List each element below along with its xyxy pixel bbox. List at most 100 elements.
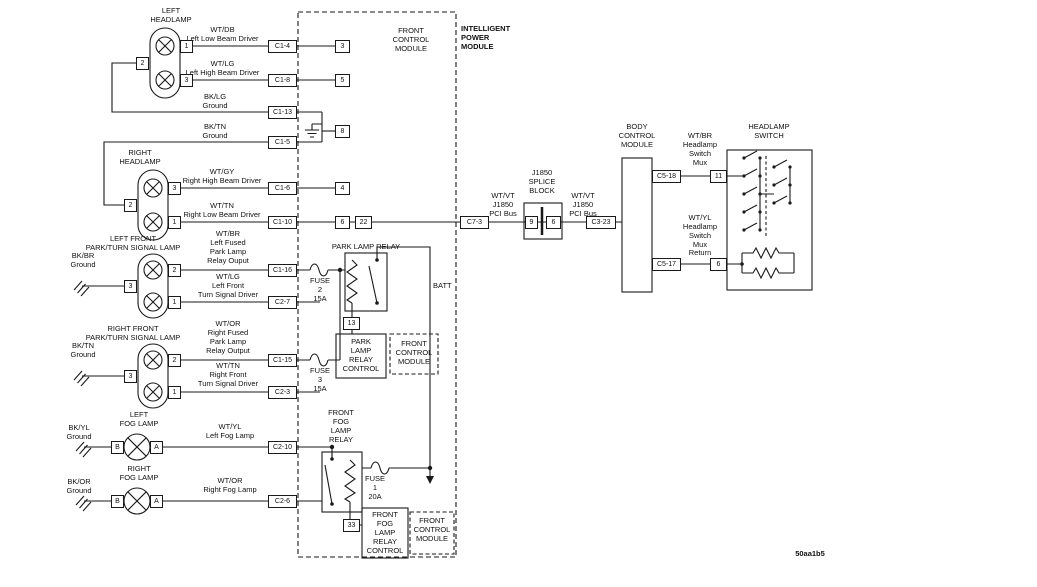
wire-label-right-fused-park: WT/OR Right Fused Park Lamp Relay Output	[196, 319, 260, 355]
left-park-lamp-symbol	[137, 253, 169, 319]
wire-label-left-high-beam: WT/LG Left High Beam Driver	[180, 59, 265, 78]
connector-c1-6: C1-6	[268, 181, 297, 195]
wire-desc: Headlamp Switch Mux Return	[682, 221, 718, 258]
wire-label-ground-bkbr: BK/BR Ground	[60, 251, 106, 270]
pin-rf-a: A	[150, 494, 163, 508]
fuse-1-label: FUSE 1 20A	[364, 474, 385, 501]
wire-desc: Ground	[202, 130, 228, 140]
pin-hs-6: 6	[710, 257, 727, 271]
wire-desc: Left Fused Park Lamp Relay Ouput	[207, 237, 249, 265]
left-headlamp-symbol	[149, 27, 181, 99]
fuse-2-label: FUSE 2 15A	[309, 276, 330, 303]
pin-rh-1: 1	[168, 215, 181, 229]
ground-symbol-bkor	[75, 495, 92, 512]
wire-desc: Left Low Beam Driver	[186, 33, 259, 43]
connector-c2-3: C2-3	[268, 385, 297, 399]
connector-c1-13: C1-13	[268, 105, 297, 119]
wire-code: WT/VT	[571, 191, 595, 200]
fog-lamp-relay-control-box	[361, 507, 409, 559]
park-lamp-relay-symbol	[344, 252, 388, 334]
park-lamp-relay-control-box	[335, 333, 387, 379]
pin-splice-9: 9	[525, 215, 538, 229]
wire-code: WT/YL	[688, 213, 712, 222]
front-fog-lamp-relay-label: FRONT FOG LAMP RELAY	[328, 408, 354, 444]
connector-c1-5: C1-5	[268, 135, 297, 149]
wire-code: WT/VT	[491, 191, 515, 200]
left-park-lamp-label: LEFT FRONT PARK/TURN SIGNAL LAMP	[85, 234, 181, 252]
wire-code: WT/LG	[210, 59, 235, 68]
splice-block-symbol	[523, 202, 563, 240]
wire-code: WT/OR	[215, 319, 241, 328]
connector-c7-3: C7-3	[460, 215, 489, 229]
wire-label-pci-left: WT/VT J1850 PCI Bus	[482, 191, 524, 219]
connector-c1-16: C1-16	[268, 263, 297, 277]
wire-label-left-fog: WT/YL Left Fog Lamp	[192, 422, 268, 441]
fuse-1-symbol	[362, 461, 430, 475]
wire-label-ground-bkor: BK/OR Ground	[56, 477, 102, 496]
wire-desc: Right Fog Lamp	[203, 484, 257, 494]
pin-ipm-5: 5	[335, 73, 350, 87]
wire-code: BK/YL	[68, 423, 90, 432]
pin-lh-2: 2	[136, 56, 149, 70]
wire-code: WT/BR	[215, 229, 241, 238]
headlamp-switch-label: HEADLAMP SWITCH	[748, 122, 790, 140]
wire-desc: Left Fog Lamp	[205, 430, 255, 440]
wire-code: WT/TN	[216, 361, 240, 370]
wire-desc: Left Front Turn Signal Driver	[197, 280, 259, 299]
connector-c2-7: C2-7	[268, 295, 297, 309]
pin-rh-3: 3	[168, 181, 181, 195]
wire-desc: Right Front Turn Signal Driver	[197, 369, 259, 388]
ground-symbol-center	[305, 123, 322, 138]
wire-desc: J1850 PCI Bus	[569, 199, 597, 218]
wire-label-hs-mux-return: WT/YL Headlamp Switch Mux Return	[674, 213, 726, 258]
connector-c1-4: C1-4	[268, 39, 297, 53]
wire-code: BK/LG	[203, 92, 227, 101]
pin-lp-2: 2	[168, 263, 181, 277]
connector-c1-15: C1-15	[268, 353, 297, 367]
pin-rp-1: 1	[168, 385, 181, 399]
wire-desc: Right High Beam Driver	[182, 175, 262, 185]
right-park-lamp-symbol	[137, 343, 169, 409]
left-fog-lamp-symbol	[123, 433, 151, 461]
body-control-module-label: BODY CONTROL MODULE	[618, 122, 656, 149]
left-headlamp-label: LEFT HEADLAMP	[150, 6, 192, 24]
right-headlamp-label: RIGHT HEADLAMP	[119, 148, 161, 166]
pin-lf-b: B	[111, 440, 124, 454]
part-number: 50aa1b5	[795, 549, 825, 558]
wire-desc: J1850 PCI Bus	[489, 199, 517, 218]
headlamp-switch-symbol	[726, 149, 813, 291]
wire-label-right-fog: WT/OR Right Fog Lamp	[192, 476, 268, 495]
wire-label-left-turn: WT/LG Left Front Turn Signal Driver	[190, 272, 266, 300]
park-lamp-relay-control-label: PARK LAMP RELAY CONTROL	[342, 337, 380, 373]
ground-symbol-bktn	[73, 370, 90, 387]
wire-desc: Ground	[202, 100, 228, 110]
pin-rp-3: 3	[124, 369, 137, 383]
fcm-fog-dashed-box	[409, 511, 455, 555]
wires	[82, 45, 744, 502]
wire-code: BK/BR	[71, 251, 95, 260]
right-headlamp-symbol	[137, 169, 169, 241]
right-fog-lamp-label: RIGHT FOG LAMP	[119, 464, 159, 482]
fuse-3-symbol	[309, 353, 329, 367]
fcm-park-dashed-box	[389, 333, 439, 375]
pin-rh-2: 2	[124, 198, 137, 212]
pin-fcm-33: 33	[343, 519, 360, 532]
wire-code: WT/TN	[210, 201, 234, 210]
left-fog-lamp-label: LEFT FOG LAMP	[119, 410, 159, 428]
ground-symbol-bkyl	[75, 441, 92, 458]
pin-splice-6: 6	[546, 215, 561, 229]
wire-label-right-low-beam: WT/TN Right Low Beam Driver	[178, 201, 266, 220]
pin-lp-3: 3	[124, 279, 137, 293]
wire-label-hs-mux: WT/BR Headlamp Switch Mux	[674, 131, 726, 167]
connector-c5-18: C5-18	[652, 169, 681, 183]
wire-code: BK/TN	[203, 122, 227, 131]
wire-label-ground-bklg: BK/LG Ground	[185, 92, 245, 111]
pin-hs-11: 11	[710, 169, 727, 183]
front-control-module-label: FRONT CONTROL MODULE	[392, 26, 430, 53]
pin-ipm-6: 6	[335, 215, 350, 229]
wire-label-pci-right: WT/VT J1850 PCI Bus	[562, 191, 604, 219]
wire-code: BK/TN	[71, 341, 95, 350]
wire-desc: Left High Beam Driver	[185, 67, 260, 77]
wire-code: WT/YL	[218, 422, 242, 431]
